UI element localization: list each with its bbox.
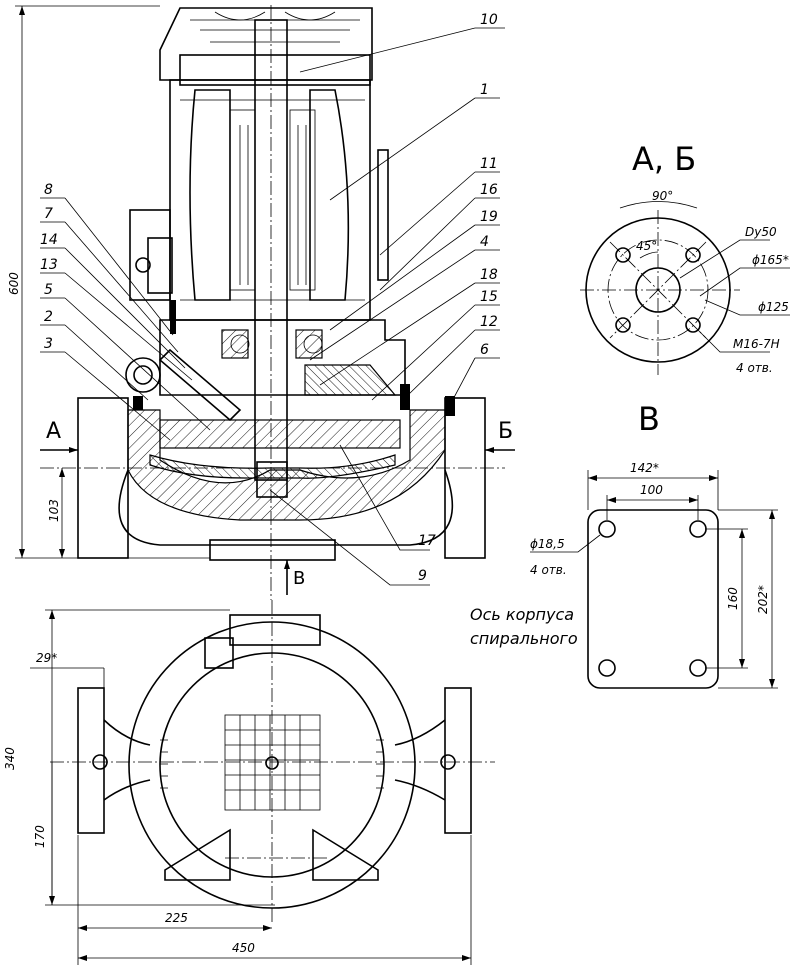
callout-2: 2	[44, 309, 53, 325]
callout-18: 18	[480, 267, 498, 283]
dim-142: 142*	[630, 461, 659, 475]
dim-angle-90: 90°	[652, 189, 673, 203]
dim-dn50: Dу50	[745, 225, 777, 239]
dim-hole: ϕ18,5	[530, 537, 565, 551]
callout-17: 17	[418, 533, 436, 549]
note-axis-line2: спирального	[470, 629, 578, 648]
callout-9: 9	[418, 568, 427, 584]
callout-11: 11	[480, 156, 498, 172]
note-axis-line1: Ось корпуса	[470, 605, 574, 624]
flange-ab-view	[580, 201, 790, 375]
callout-15: 15	[480, 289, 498, 305]
callout-1: 1	[480, 82, 489, 98]
view-title-ab: А, Б	[632, 140, 696, 178]
callout-8: 8	[44, 182, 53, 198]
base-v-view	[530, 470, 778, 689]
callout-12: 12	[480, 314, 498, 330]
dim-hole-count: 4 отв.	[530, 563, 567, 577]
callout-5: 5	[44, 282, 53, 298]
callout-16: 16	[480, 182, 498, 198]
front-section-view	[15, 5, 515, 600]
section-mark-b: Б	[498, 419, 513, 444]
dim-202: 202*	[756, 585, 770, 614]
dim-29: 29*	[36, 651, 57, 665]
section-mark-a: А	[46, 419, 61, 444]
callout-4: 4	[480, 234, 489, 250]
dim-angle-45: 45°	[636, 239, 657, 253]
dim-600: 600	[7, 272, 21, 295]
view-arrow-v: В	[293, 568, 305, 589]
dim-d125: ϕ125	[758, 300, 789, 314]
dim-103: 103	[47, 499, 61, 522]
dim-thread: М16-7Н	[733, 337, 780, 351]
callout-14: 14	[40, 232, 58, 248]
callout-13: 13	[40, 257, 58, 273]
view-title-v: В	[638, 400, 660, 438]
callout-3: 3	[44, 336, 53, 352]
dim-thread-count: 4 отв.	[736, 361, 773, 375]
dim-100: 100	[640, 483, 663, 497]
callout-10: 10	[480, 12, 498, 28]
dim-170: 170	[33, 825, 47, 848]
dim-160: 160	[726, 587, 740, 610]
callout-19: 19	[480, 209, 498, 225]
dim-340: 340	[3, 747, 17, 770]
dim-225: 225	[165, 911, 188, 925]
dim-450: 450	[232, 941, 255, 955]
plan-view	[30, 600, 495, 965]
callout-6: 6	[480, 342, 489, 358]
dim-d165: ϕ165*	[752, 253, 789, 267]
callout-7: 7	[44, 206, 53, 222]
